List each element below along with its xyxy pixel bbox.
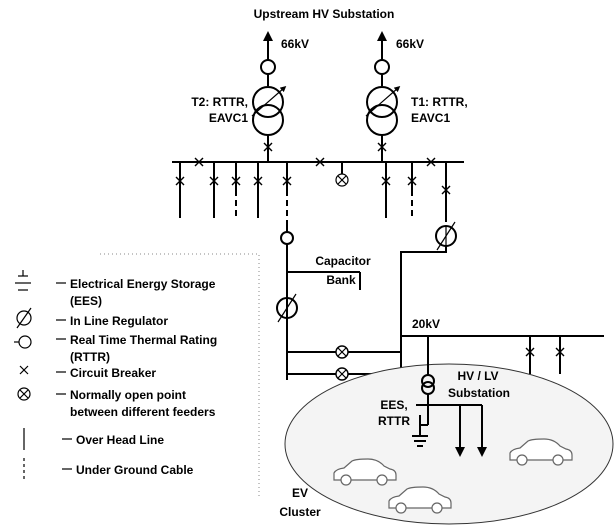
ev-cluster-label-1: EV [292, 486, 308, 500]
ev-cluster-label-2: Cluster [279, 505, 321, 519]
capacitor-bank-label-2: Bank [326, 273, 356, 287]
legend-breaker: Circuit Breaker [70, 366, 156, 380]
t2-voltage: 66kV [281, 37, 309, 51]
feeder-6 [407, 162, 417, 218]
t2-label-1: T2: RTTR, [191, 95, 248, 109]
feeder-1 [175, 162, 185, 218]
bus-20kv-label: 20kV [412, 317, 440, 331]
bus-section-breaker-right [426, 157, 436, 167]
transformer-t2 [251, 31, 287, 162]
feeder-4 [253, 162, 263, 218]
car-icon [509, 438, 573, 466]
ev-cluster-area [284, 363, 614, 525]
car-icon [333, 458, 397, 486]
feeder-3 [231, 162, 241, 218]
in-line-regulator-icon [435, 221, 457, 251]
legend-rttr-2: (RTTR) [70, 350, 110, 364]
energy-storage-icon [412, 415, 429, 447]
energy-storage-icon [15, 270, 31, 291]
rttr-icon [374, 59, 390, 75]
t1-label-1: T1: RTTR, [411, 95, 468, 109]
feeder-main-down [280, 162, 294, 380]
t1-label-2: EAVC1 [411, 111, 450, 125]
feeder-20kv-2 [555, 336, 565, 374]
legend-ohl: Over Head Line [76, 433, 164, 447]
legend-regulator: In Line Regulator [70, 314, 168, 328]
feeder-20kv-1 [525, 336, 535, 374]
legend-nop-1: Normally open point [70, 388, 186, 402]
feeder-5 [381, 162, 391, 218]
legend: Electrical Energy Storage (EES) In Line … [14, 253, 260, 497]
transformer-t1 [365, 31, 401, 162]
normally-open-point-icon [335, 367, 349, 381]
legend-ees-1: Electrical Energy Storage [70, 277, 216, 291]
feeder-right [400, 162, 457, 332]
legend-ugc: Under Ground Cable [76, 463, 194, 477]
ees-rttr-label-1: EES, [380, 398, 407, 412]
bus-normally-open-point [335, 162, 349, 187]
rttr-icon [260, 59, 276, 75]
t1-voltage: 66kV [396, 37, 424, 51]
hvlv-label-2: Substation [448, 386, 510, 400]
t2-label-2: EAVC1 [209, 111, 248, 125]
car-icon [388, 486, 452, 514]
diagram-title: Upstream HV Substation [254, 7, 395, 21]
legend-rttr-1: Real Time Thermal Rating [70, 333, 217, 347]
normally-open-point-icon [17, 387, 31, 401]
circuit-breaker-icon [263, 142, 273, 152]
ees-rttr-label-2: RTTR [378, 414, 410, 428]
legend-ees-2: (EES) [70, 294, 102, 308]
bus-section-breaker-mid [315, 157, 325, 167]
in-line-regulator-icon [276, 293, 298, 323]
hv-lv-substation [416, 336, 487, 457]
circuit-breaker-icon [19, 365, 29, 375]
feeder-2 [209, 162, 219, 218]
in-line-regulator-icon [16, 307, 32, 329]
circuit-breaker-icon [377, 142, 387, 152]
normally-open-point-icon [335, 345, 349, 359]
rttr-icon [280, 231, 294, 245]
legend-nop-2: between different feeders [70, 405, 216, 419]
bus-section-breaker-left [194, 157, 204, 167]
hvlv-label-1: HV / LV [457, 369, 498, 383]
rttr-icon [14, 335, 32, 349]
capacitor-bank-label-1: Capacitor [315, 254, 371, 268]
